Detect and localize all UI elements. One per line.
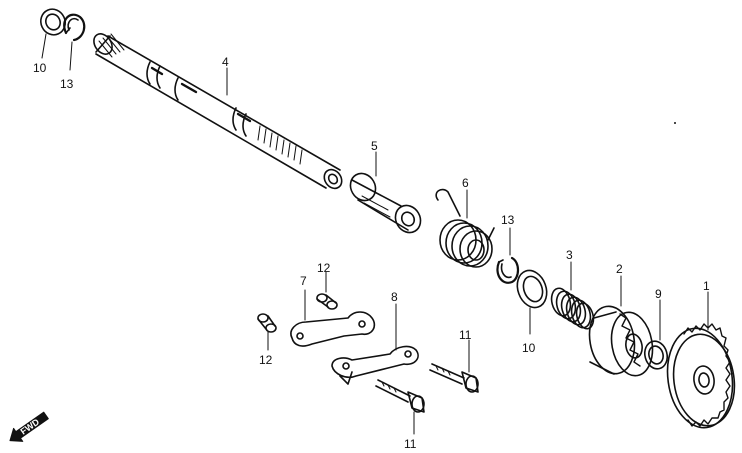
idle-gear [666,323,736,429]
spindle-collar [349,172,422,234]
stopper-arm [290,311,376,347]
label-bolt-lower: 11 [404,437,417,451]
dowel-pin-upper [316,293,338,310]
label-bolt-upper: 11 [459,328,472,342]
stopper-plate [331,345,419,385]
fwd-arrow-icon: FWD [9,411,49,442]
label-stopper-arm: 7 [300,274,307,288]
label-collar: 5 [371,139,378,153]
circlip-lower [496,256,520,284]
label-spindle: 4 [222,55,229,69]
label-dowel-pin-upper: 12 [317,261,331,275]
label-dowel-pin-lower: 12 [259,353,273,367]
label-return-spring: 6 [462,176,469,190]
circlip-upper [63,13,86,42]
label-washer-upper: 10 [33,61,47,75]
bolt-upper [429,363,479,393]
label-ratchet: 2 [616,262,623,276]
return-spring [435,188,495,268]
ratchet-spring [550,287,595,330]
label-circlip-upper: 13 [60,77,74,91]
bolt-lower [375,379,425,413]
thrust-washer [643,340,669,370]
label-thrust-washer: 9 [655,287,662,301]
washer-upper [40,8,66,36]
kick-starter-spindle [93,33,343,190]
label-washer-lower: 10 [522,341,536,355]
label-ratchet-spring: 3 [566,248,573,262]
ratchet [588,305,654,377]
washer-lower [516,269,548,309]
dowel-pin-lower [257,313,277,333]
label-idle-gear: 1 [703,279,710,293]
label-stopper-plate: 8 [391,290,398,304]
label-circlip-lower: 13 [501,213,515,227]
